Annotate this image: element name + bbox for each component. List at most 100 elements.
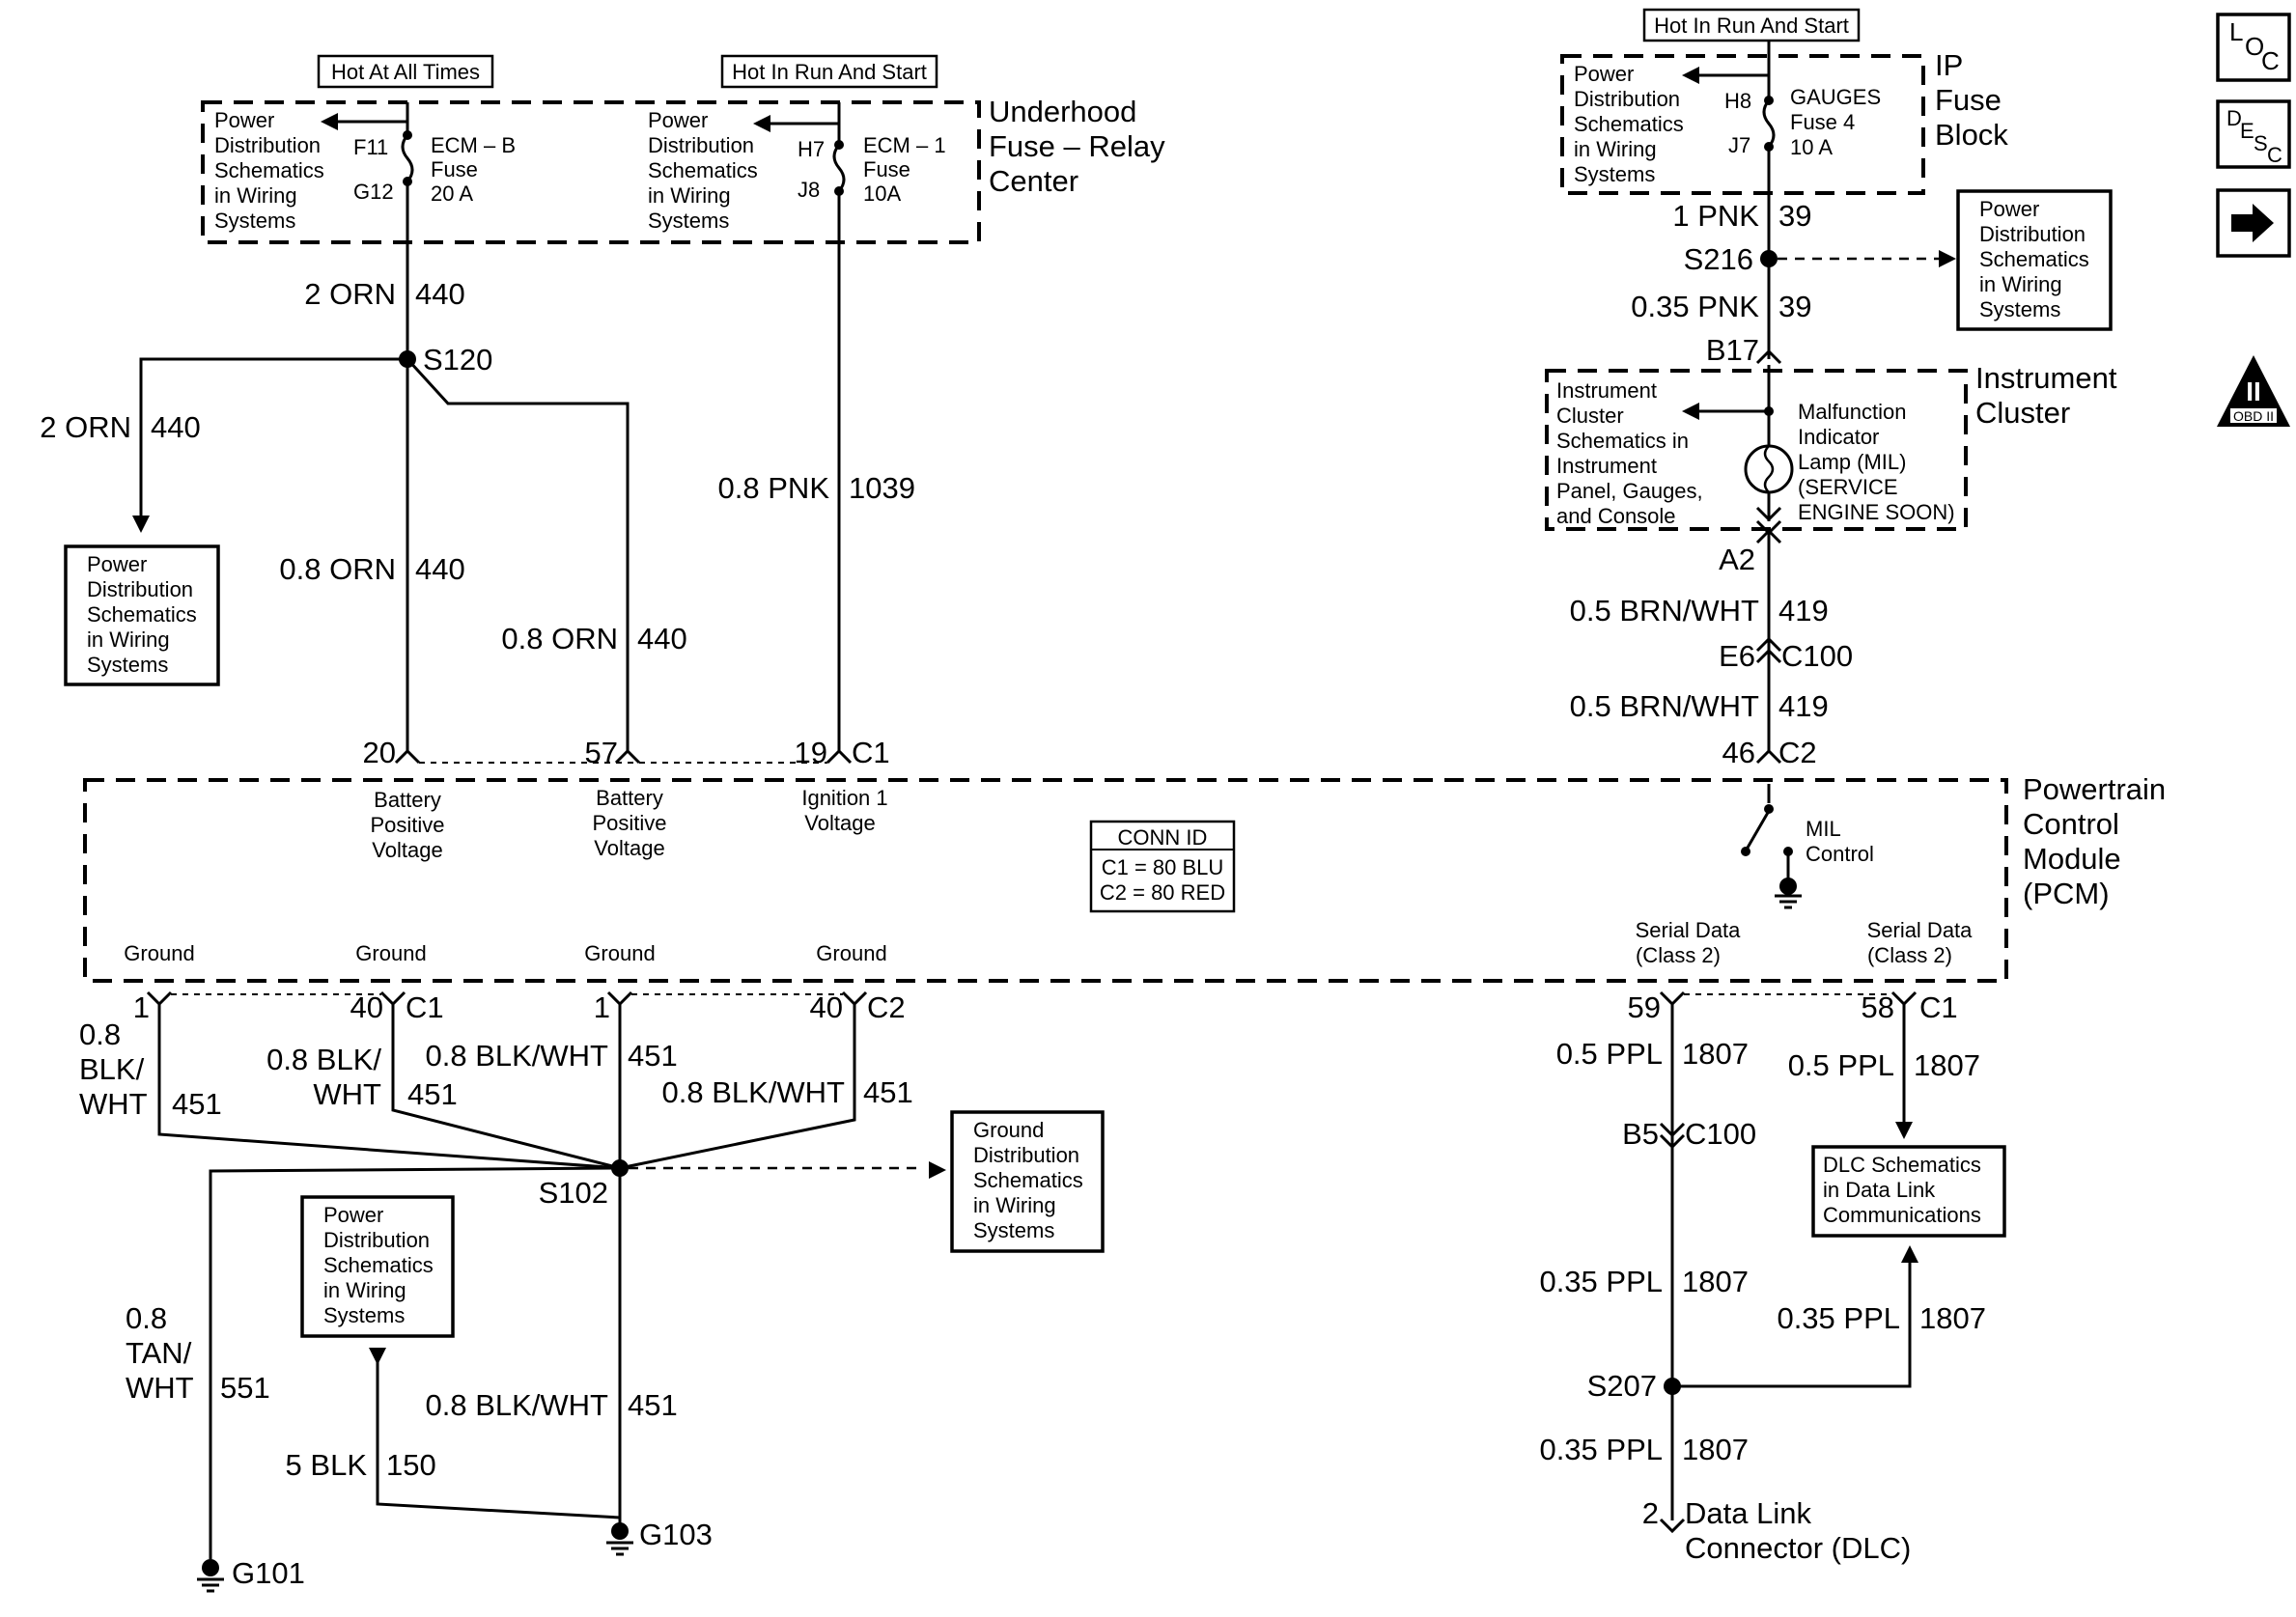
svg-text:Malfunction: Malfunction [1798, 400, 1907, 424]
svg-text:Systems: Systems [1574, 162, 1655, 186]
svg-text:Instrument: Instrument [1556, 454, 1657, 478]
svg-text:ENGINE SOON): ENGINE SOON) [1798, 500, 1955, 524]
svg-text:1807: 1807 [1682, 1265, 1749, 1298]
header-hot-run-start-ip: Hot In Run And Start [1642, 8, 1861, 42]
loc-letter-o: O [2245, 32, 2264, 61]
cluster-ref: Instrument Cluster Schematics in Instrum… [1556, 378, 1703, 528]
svg-text:Distribution: Distribution [1979, 222, 2086, 246]
wire-blk-150 [376, 1361, 621, 1519]
arrow-down-icon [1895, 1122, 1913, 1139]
pin-gnd-40b: 40 [810, 990, 843, 1024]
svg-text:Distribution: Distribution [323, 1228, 430, 1252]
underhood-fuse-relay-center [201, 100, 981, 244]
svg-text:Voltage: Voltage [804, 811, 875, 835]
svg-text:419: 419 [1778, 689, 1829, 723]
svg-text:Systems: Systems [648, 209, 729, 233]
svg-text:Systems: Systems [1979, 297, 2060, 321]
lamp-icon [1744, 444, 1794, 494]
arrow-right-icon [2231, 204, 2274, 242]
svg-text:TAN/: TAN/ [126, 1336, 192, 1370]
svg-text:0.35 PPL: 0.35 PPL [1777, 1301, 1900, 1335]
svg-text:ECM – 1: ECM – 1 [863, 133, 946, 157]
svg-text:Systems: Systems [323, 1303, 405, 1327]
pin-b5: B5 [1622, 1117, 1659, 1151]
svg-text:Panel, Gauges,: Panel, Gauges, [1556, 479, 1703, 503]
svg-text:WHT: WHT [126, 1371, 194, 1405]
ground-g101: G101 [197, 1556, 305, 1593]
svg-text:0.8 BLK/WHT: 0.8 BLK/WHT [662, 1075, 846, 1109]
pcm-ground-4: Ground [816, 941, 886, 965]
ground-g103: G103 [606, 1518, 713, 1556]
loc-button[interactable]: L O C [2216, 13, 2291, 82]
pcm-serial-data-2: Serial Data (Class 2) [1867, 918, 1974, 967]
dlc-ref-box: DLC Schematics in Data Link Communicatio… [1811, 1145, 2006, 1238]
svg-text:Fuse 4: Fuse 4 [1790, 110, 1855, 134]
conn-c1-top: C1 [852, 736, 890, 769]
ip-fuse-title: IP Fuse Block [1935, 48, 2008, 152]
svg-text:Positive: Positive [370, 813, 444, 837]
svg-text:150: 150 [386, 1448, 436, 1482]
svg-text:5 BLK: 5 BLK [286, 1448, 368, 1482]
svg-text:1807: 1807 [1682, 1037, 1749, 1071]
svg-text:10 A: 10 A [1790, 135, 1833, 159]
svg-text:Power: Power [323, 1203, 383, 1227]
next-arrow-button[interactable] [2216, 188, 2291, 258]
svg-text:Lamp (MIL): Lamp (MIL) [1798, 450, 1906, 474]
wire-orn-440-right [406, 357, 630, 753]
svg-text:1807: 1807 [1919, 1301, 1986, 1335]
svg-text:GAUGES: GAUGES [1790, 85, 1881, 109]
svg-text:440: 440 [637, 622, 687, 655]
svg-text:F11: F11 [353, 135, 388, 159]
svg-text:Power: Power [214, 108, 274, 132]
svg-text:Cluster: Cluster [1556, 404, 1624, 428]
svg-text:in Wiring: in Wiring [973, 1193, 1056, 1217]
pin-gnd-1: 1 [133, 990, 150, 1024]
svg-text:J7: J7 [1728, 133, 1750, 157]
svg-text:Distribution: Distribution [214, 133, 321, 157]
svg-text:440: 440 [151, 410, 201, 444]
arrow-down-icon [132, 516, 150, 533]
svg-text:0.8: 0.8 [126, 1301, 167, 1335]
splice-s102 [611, 1159, 629, 1177]
desc-button[interactable]: D E S C [2216, 99, 2291, 169]
pcm-ground-1: Ground [124, 941, 194, 965]
pin-59: 59 [1628, 990, 1661, 1024]
svg-text:(Class 2): (Class 2) [1867, 943, 1952, 967]
svg-text:Schematics: Schematics [1574, 112, 1684, 136]
desc-letter-c: C [2267, 143, 2282, 167]
pin-b17: B17 [1706, 333, 1759, 367]
svg-text:Systems: Systems [214, 209, 295, 233]
svg-text:0.8 ORN: 0.8 ORN [279, 552, 396, 586]
svg-text:H7: H7 [798, 137, 825, 161]
svg-text:Schematics: Schematics [1979, 247, 2089, 271]
svg-text:Schematics: Schematics [648, 158, 758, 182]
pd-ref-underhood-mid: Power Distribution Schematics in Wiring … [648, 108, 758, 233]
svg-text:Cluster: Cluster [1975, 396, 2070, 430]
svg-text:Module: Module [2023, 842, 2121, 876]
svg-text:1 PNK: 1 PNK [1672, 199, 1759, 233]
svg-text:0.35 PPL: 0.35 PPL [1539, 1433, 1663, 1466]
svg-text:1807: 1807 [1682, 1433, 1749, 1466]
svg-text:440: 440 [415, 277, 465, 311]
arrow-left-icon [753, 115, 770, 132]
arrow-up-icon [1901, 1245, 1918, 1263]
conn-id-box: CONN ID C1 = 80 BLU C2 = 80 RED [1089, 820, 1236, 913]
pin-gnd-1b: 1 [594, 990, 610, 1024]
svg-text:0.8 BLK/: 0.8 BLK/ [266, 1043, 381, 1076]
svg-text:WHT: WHT [313, 1077, 381, 1111]
svg-text:Hot In Run And Start: Hot In Run And Start [1654, 14, 1849, 38]
svg-text:Schematics: Schematics [214, 158, 324, 182]
svg-text:Schematics: Schematics [87, 602, 197, 627]
conn-c2-top: C2 [1778, 736, 1817, 769]
conn-c1-serial: C1 [1919, 990, 1958, 1024]
pd-ref-box-s216: Power Distribution Schematics in Wiring … [1956, 189, 2113, 331]
svg-text:451: 451 [628, 1388, 678, 1422]
svg-text:Voltage: Voltage [372, 838, 442, 862]
svg-text:in Wiring: in Wiring [1574, 137, 1657, 161]
tan-wht-label: 0.8 TAN/ WHT 551 [126, 1301, 270, 1405]
conn-c2-gnd: C2 [867, 990, 906, 1024]
svg-text:0.8 BLK/WHT: 0.8 BLK/WHT [426, 1388, 609, 1422]
conn-c100-bot: C100 [1685, 1117, 1756, 1151]
obd-text: OBD II [2233, 408, 2274, 424]
